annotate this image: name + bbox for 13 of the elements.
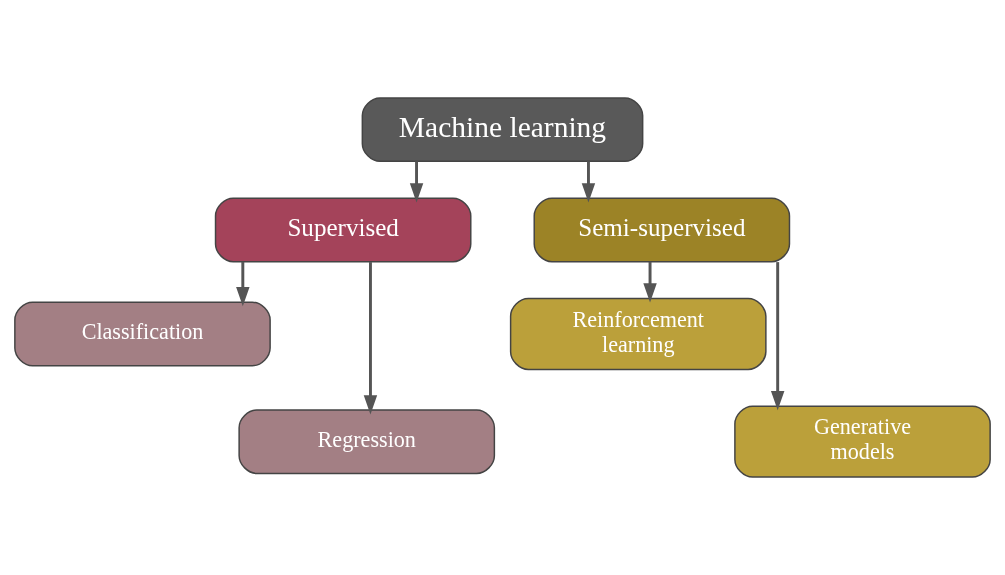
node-box: Regression [238,409,496,475]
arrow [409,161,424,203]
node-box: Semi-supervised [533,197,791,263]
arrow [581,161,596,203]
arrow [643,261,657,303]
node-box: Classification [14,301,271,367]
node-box: Supervised [214,197,472,263]
node-box: Generative models [734,405,991,478]
node-box: Machine learning [361,97,644,163]
arrow [363,262,378,415]
arrow [770,262,785,411]
node-box: Reinforcement learning [509,297,767,371]
arrow [236,261,250,307]
